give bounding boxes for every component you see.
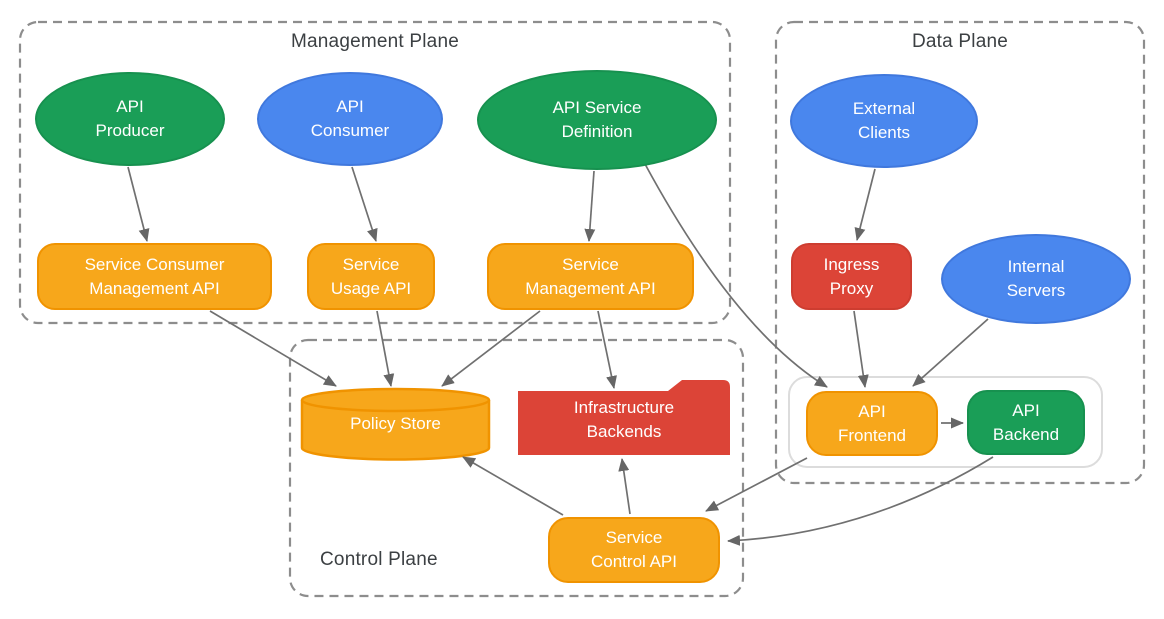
node-api-producer-label: API Producer (95, 97, 165, 140)
arrow-ingress-proxy-to-api-frontend (853, 310, 869, 388)
node-service-consumer-management-api-label: Service Consumer Management API (84, 254, 225, 298)
node-api-consumer-label: API Consumer (310, 97, 390, 140)
node-ingress-proxy-label: Ingress Proxy (823, 254, 880, 298)
management-plane-box (18, 20, 732, 325)
node-api-service-definition[interactable]: API Service Definition (477, 70, 717, 170)
node-api-backend[interactable]: API Backend (967, 390, 1085, 455)
arrow-service-control-api-to-policy-store (462, 456, 564, 516)
node-service-control-api-label: Service Control API (591, 528, 677, 571)
arrow-service-management-api-to-policy-store (441, 310, 541, 387)
arrow-service-management-api-to-infrastructure-backends (597, 310, 617, 389)
node-external-clients-label: External Clients (852, 99, 916, 142)
node-api-backend-label: API Backend (992, 400, 1060, 444)
policy-store-shape[interactable] (300, 387, 491, 461)
node-external-clients[interactable]: External Clients (790, 74, 978, 168)
arrow-api-consumer-to-service-usage-api (351, 166, 378, 242)
node-policy-store-label: Policy Store (350, 414, 441, 433)
node-api-service-definition-label: API Service Definition (552, 98, 642, 141)
infrastructure-backends-shape[interactable] (518, 380, 730, 455)
arrow-api-backend-to-service-control-api (727, 456, 994, 546)
node-service-management-api[interactable]: Service Management API (487, 243, 694, 310)
arrow-api-producer-to-service-consumer-management-api (127, 166, 150, 242)
arrow-internal-servers-to-api-frontend (912, 318, 989, 387)
node-service-usage-api[interactable]: Service Usage API (307, 243, 435, 310)
arrow-service-consumer-management-api-to-policy-store (209, 310, 337, 387)
data-plane-title: Data Plane (911, 31, 1008, 52)
node-service-consumer-management-api[interactable]: Service Consumer Management API (37, 243, 272, 310)
arrow-api-service-definition-to-api-frontend (644, 163, 828, 388)
data-plane-box (774, 20, 1146, 485)
control-plane-title: Control Plane (320, 549, 438, 570)
node-service-usage-api-label: Service Usage API (330, 254, 412, 298)
node-internal-servers[interactable]: Internal Servers (941, 234, 1131, 324)
node-api-consumer[interactable]: API Consumer (257, 72, 443, 166)
arrow-service-control-api-to-infrastructure-backends (618, 458, 631, 515)
arrow-api-frontend-to-service-control-api (705, 457, 808, 512)
node-internal-servers-label: Internal Servers (1006, 257, 1066, 300)
node-service-control-api[interactable]: Service Control API (548, 517, 720, 583)
arrow-service-usage-api-to-policy-store (376, 310, 395, 387)
arrow-external-clients-to-ingress-proxy (854, 168, 876, 241)
control-plane-box (288, 338, 745, 598)
node-api-producer[interactable]: API Producer (35, 72, 225, 166)
node-service-management-api-label: Service Management API (525, 254, 656, 298)
node-infrastructure-backends-label: Infrastructure Backends (573, 398, 675, 441)
node-api-frontend-label: API Frontend (837, 401, 907, 445)
node-api-frontend[interactable]: API Frontend (806, 391, 938, 456)
arrow-api-service-definition-to-service-management-api (584, 170, 596, 242)
node-ingress-proxy[interactable]: Ingress Proxy (791, 243, 912, 310)
management-plane-title: Management Plane (291, 31, 459, 52)
